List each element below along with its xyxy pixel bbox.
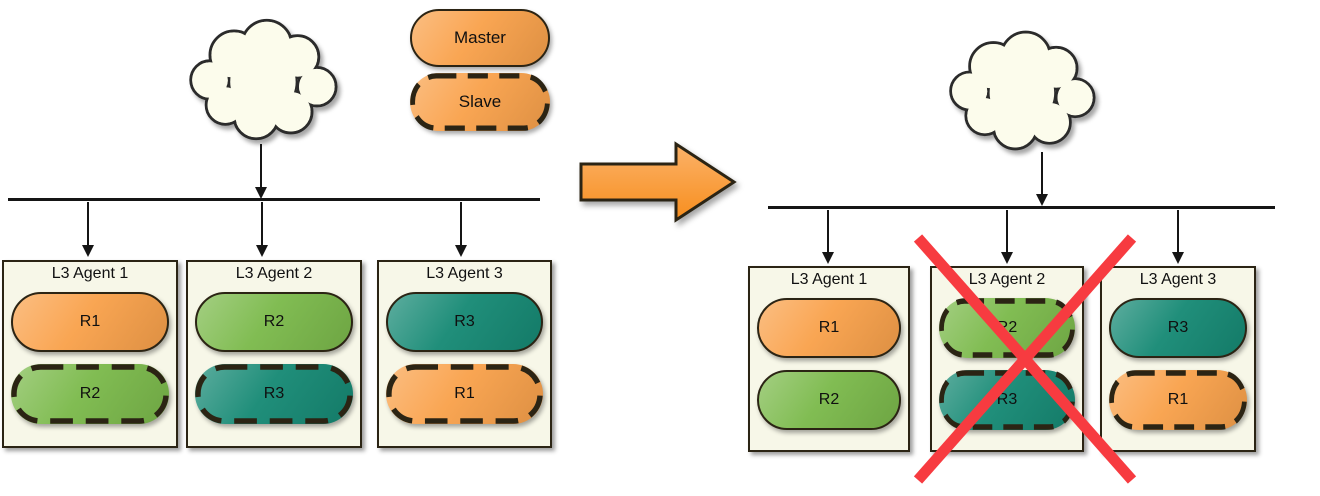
agent-title: L3 Agent 2 xyxy=(235,265,313,282)
agent-title: L3 Agent 3 xyxy=(426,265,503,282)
network-cloud-icon xyxy=(949,30,1096,151)
cloud-to-bus-arrow xyxy=(1036,152,1048,206)
agent-title: L3 Agent 2 xyxy=(968,271,1046,288)
router-pill: R3 xyxy=(386,292,543,352)
agent-box-after-1: L3 Agent 1 R1 R2 xyxy=(748,266,910,452)
agent-box-before-1: L3 Agent 1 R1 R2 xyxy=(2,260,178,448)
router-pill: R3 xyxy=(1109,298,1247,358)
router-label: R2 xyxy=(818,391,840,408)
router-label: R1 xyxy=(454,385,475,402)
router-label: R2 xyxy=(79,385,101,402)
legend-slave-pill: Slave xyxy=(410,73,550,131)
router-pill: R1 xyxy=(1109,370,1247,430)
agent-box-before-3: L3 Agent 3 R3 R1 xyxy=(377,260,552,448)
router-label: R3 xyxy=(1167,319,1189,336)
router-pill: R3 xyxy=(195,364,353,424)
agent-box-after-3: L3 Agent 3 R3 R1 xyxy=(1100,266,1256,452)
bus-to-agent2-arrow xyxy=(256,202,268,257)
router-label: R2 xyxy=(263,313,285,330)
legend-master-pill: Master xyxy=(410,9,550,67)
router-pill: R1 xyxy=(11,292,169,352)
router-pill: R2 xyxy=(757,370,901,430)
router-pill: R2 xyxy=(11,364,169,424)
router-label: R3 xyxy=(454,313,475,330)
router-pill: R1 xyxy=(757,298,901,358)
legend-slave-label: Slave xyxy=(458,92,502,111)
bus-to-agent1-arrow xyxy=(82,202,94,257)
agent-title: L3 Agent 1 xyxy=(790,271,868,288)
failover-arrow-icon xyxy=(579,141,737,223)
bus-to-agent3-arrow xyxy=(1172,210,1184,264)
bus-to-agent3-arrow xyxy=(455,202,467,257)
legend-master-label: Master xyxy=(454,28,506,47)
agent-box-after-2: L3 Agent 2 R2 R3 xyxy=(930,266,1084,452)
agent-title: L3 Agent 1 xyxy=(51,265,129,282)
failure-cross-icon xyxy=(913,234,1137,484)
agent-box-before-2: L3 Agent 2 R2 R3 xyxy=(186,260,362,448)
agent-title: L3 Agent 3 xyxy=(1139,271,1217,288)
cloud-to-bus-arrow xyxy=(255,144,267,199)
router-label: R1 xyxy=(818,319,840,336)
router-pill: R2 xyxy=(195,292,353,352)
network-cloud-icon xyxy=(189,18,338,141)
router-label: R1 xyxy=(1167,391,1189,408)
bus-to-agent1-arrow xyxy=(822,210,834,264)
network-bus-line xyxy=(8,198,540,201)
router-label: R3 xyxy=(996,391,1018,408)
router-label: R3 xyxy=(263,385,285,402)
router-label: R1 xyxy=(79,313,101,330)
bus-to-agent2-arrow xyxy=(1001,210,1013,264)
router-pill: R1 xyxy=(386,364,543,424)
network-bus-line xyxy=(768,206,1275,209)
